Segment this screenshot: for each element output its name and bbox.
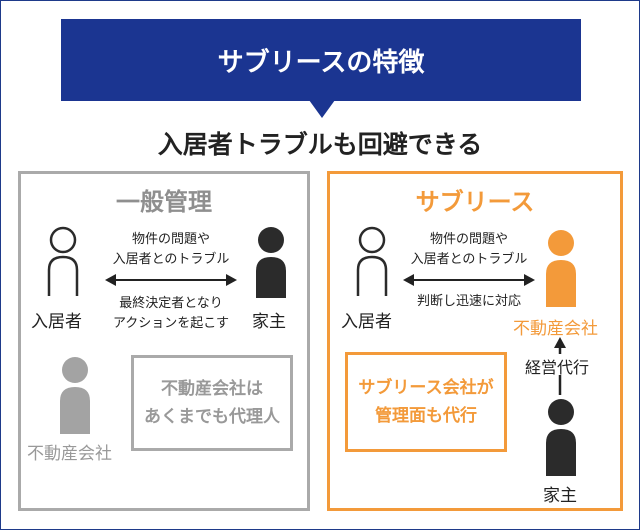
general-agent-icon [60,357,90,434]
sublease-tenant-label: 入居者 [341,312,392,332]
sublease-note-line2: 管理面も代行 [375,406,477,426]
sublease-arrow-bottom: 判断し迅速に対応 [416,294,521,309]
general-owner-label: 家主 [252,312,286,332]
general-note-box: 不動産会社は あくまでも代理人 [131,355,293,451]
general-note-line1: 不動産会社は [161,379,263,399]
general-management-panel: 一般管理 [18,171,310,511]
general-note-line2: あくまでも代理人 [144,407,280,427]
sublease-owner-icon [546,399,576,476]
general-arrow-bottom-line2: アクションを起こす [112,316,230,331]
general-arrow-top-line2: 入居者とのトラブル [112,252,230,267]
sublease-note-line1: サブリース会社が [358,378,494,398]
general-owner-icon [256,227,286,298]
sublease-note-box: サブリース会社が 管理面も代行 [345,352,507,452]
general-panel-title: 一般管理 [116,188,212,216]
sublease-arrow-top-line1: 物件の問題や [429,232,508,247]
sublease-agent-icon [546,230,576,307]
subtitle: 入居者トラブルも回避できる [157,130,483,159]
sublease-tenant-icon [356,226,388,296]
sublease-up-arrow-icon [554,337,566,395]
general-tenant-label: 入居者 [31,312,82,332]
sublease-vertical-label: 経営代行 [525,358,590,377]
general-arrow-top-line1: 物件の問題や [131,232,210,247]
general-double-arrow-icon [105,274,237,286]
title-text: サブリースの特徴 [217,47,425,78]
general-arrow-bottom-line1: 最終決定者となり [119,296,223,311]
title-banner-pointer [309,100,335,118]
sublease-arrow-top-line2: 入居者とのトラブル [410,252,528,267]
sublease-panel: サブリース [327,171,623,511]
title-banner: サブリースの特徴 [61,19,581,101]
sublease-agent-label: 不動産会社 [513,319,598,339]
general-tenant-icon [47,226,79,296]
sublease-owner-label: 家主 [543,486,577,506]
sublease-double-arrow-icon [403,274,535,286]
sublease-panel-title: サブリース [415,188,535,216]
general-agent-label: 不動産会社 [27,444,112,464]
